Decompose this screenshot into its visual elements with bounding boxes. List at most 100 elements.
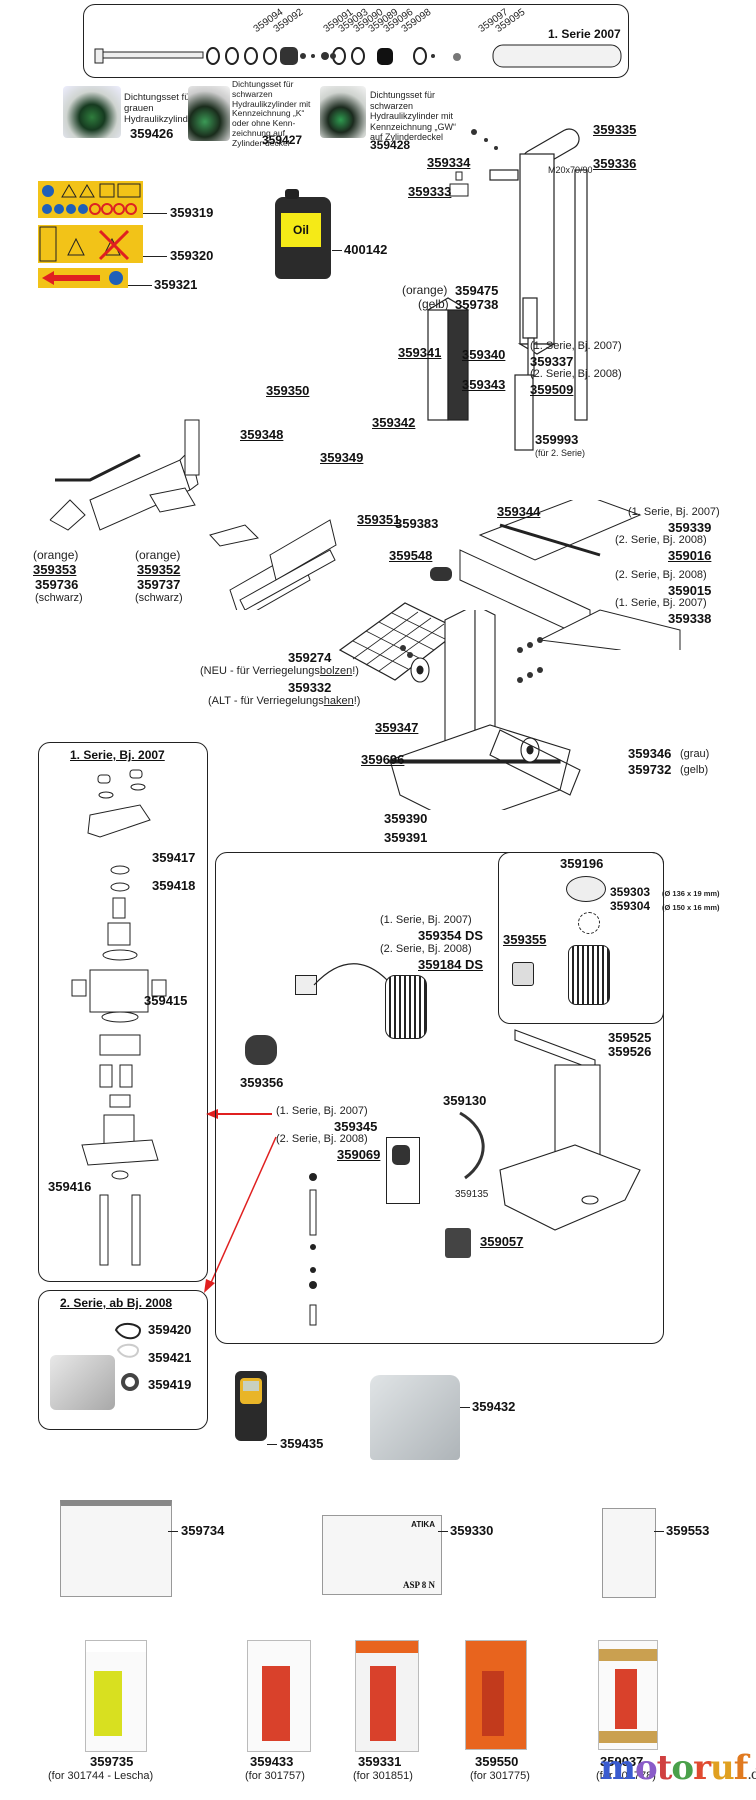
pump-serie2-note: (2. Serie, Bj. 2008) [276,1133,368,1145]
gear-pump-photo [50,1355,115,1410]
carton-for-3: (for 301851) [353,1770,413,1782]
cylinder-exploded-drawing [94,44,622,68]
motor-switch [295,975,317,995]
part-359351: 359351 [357,512,401,527]
carton-atika-1 [247,1640,311,1752]
part-359737: 359737 [137,577,181,592]
color-gelb: (gelb) [680,764,709,776]
neu-note-text: (NEU - für Verriegelungs [200,665,320,677]
oil-number: 400142 [344,242,388,257]
serie2-note-359015: (2. Serie, Bj. 2008) [615,569,707,581]
color-orange-label: (orange) [402,283,448,297]
piston-rod [94,48,204,64]
arrow-to-pump-2007 [212,1113,272,1115]
stand-frame-drawing [499,1029,641,1231]
manual-number-3: 359553 [666,1523,710,1538]
pump-2008-box [38,1290,208,1430]
hydraulic-hose [459,1111,485,1180]
serie1-note-359338: (1. Serie, Bj. 2007) [615,597,707,609]
part-359338: 359338 [668,611,712,626]
part-359525: 359525 [608,1030,652,1045]
oil-filler-cap [392,1145,410,1165]
leader-line [438,1531,448,1532]
part-359390: 359390 [384,811,428,826]
alt-note-end: !) [353,695,361,707]
pump-2008-seals [114,1323,142,1391]
part-359339: 359339 [668,520,712,535]
part-359343: 359343 [462,377,506,392]
pump-2007-title: 1. Serie, Bj. 2007 [70,748,165,762]
leader-line [460,1407,470,1408]
carton-atika-4 [598,1640,658,1750]
cylinder-series-title: 1. Serie 2007 [548,27,621,41]
color-orange-359353: (orange) [33,548,79,562]
serie1-note: (1. Serie, Bj. 2007) [530,340,622,352]
part-359419: 359419 [148,1377,192,1392]
sticker-number-1: 359319 [170,205,214,220]
carton-for-4: (for 301775) [470,1770,530,1782]
arrow-to-pump-2008 [204,1136,277,1293]
part-359057: 359057 [480,1234,524,1249]
serie1-note-359339: (1. Serie, Bj. 2007) [628,506,720,518]
motor-serie1-note: (1. Serie, Bj. 2007) [380,914,472,926]
carton-lescha [85,1640,147,1752]
carton-number-1: 359735 [90,1754,134,1769]
part-359135: 359135 [455,1189,489,1200]
part-359130: 359130 [443,1093,487,1108]
carton-number-2: 359433 [250,1754,294,1769]
part-359333: 359333 [408,184,452,199]
part-359345: 359345 [334,1119,378,1134]
part-359303: 359303 [610,885,651,899]
piston-rod-parts [309,1173,317,1326]
part-359336: 359336 [593,156,637,171]
leader-line [168,1531,178,1532]
carton-number-4: 359550 [475,1754,519,1769]
seal-set-photo-1 [63,86,121,138]
part-359526: 359526 [608,1044,652,1059]
logo-letter: o [634,1748,658,1788]
log-split-warning-icon [39,226,130,262]
part-359509: 359509 [530,382,574,397]
seal-set-number-1: 359426 [130,126,174,141]
manual-model: ASP 8 N [402,1580,435,1590]
seal-set-desc-1: Dichtungsset für grauen Hydraulikzylinde… [124,92,197,125]
part-359356: 359356 [240,1075,284,1090]
carton-for-1: (for 301744 - Lescha) [48,1770,154,1782]
oil-label: Oil [281,213,321,247]
part-359346: 359346 [628,746,672,761]
carton-number-5: 359037 [600,1754,644,1769]
seal-set-number-3: 359428 [370,138,411,152]
color-schwarz-359737: (schwarz) [135,592,183,604]
leader-line [654,1531,664,1532]
part-359335: 359335 [593,122,637,137]
color-orange-359352: (orange) [135,548,181,562]
carton-for-5: (for 301778) [596,1770,656,1782]
manual-number-1: 359734 [181,1523,225,1538]
motor-serie2-note: (2. Serie, Bj. 2008) [380,943,472,955]
seal-set-photo-3 [320,86,366,138]
seal-set-desc-2: Dichtungsset für schwarzen Hydraulikzyli… [232,79,311,148]
control-valve [445,1228,471,1258]
sticker-number-3: 359321 [154,277,198,292]
carton-atika-3 [465,1640,527,1750]
carton-number-3: 359331 [358,1754,402,1769]
part-359354-ds: 359354 DS [418,928,484,943]
sticker-number-2: 359320 [170,248,214,263]
manual-2: ATIKA ASP 8 N [322,1515,442,1595]
seal-set-desc-3: Dichtungsset für schwarzen Hydraulikzyli… [370,90,457,142]
fuer-2-serie-note: (für 2. Serie) [535,448,586,458]
alt-note-text: (ALT - für Verriegelungs [208,695,324,707]
size-359303: (Ø 136 x 19 mm) [662,889,720,898]
motor-spare [568,945,610,1005]
logo-letter: m [600,1748,636,1788]
part-359016: 359016 [668,548,712,563]
safety-pictograms-icon [42,183,141,215]
cylinder-parts-box [83,4,629,78]
part-359420: 359420 [148,1322,192,1337]
alt-note: (ALT - für Verriegelungshaken!) [208,695,360,707]
part-359332: 359332 [288,680,332,695]
oil-filler-box [386,1137,420,1204]
part-359415: 359415 [144,993,188,1008]
bolt-spec: M20x70/90 [548,165,593,175]
part-359274: 359274 [288,650,332,665]
